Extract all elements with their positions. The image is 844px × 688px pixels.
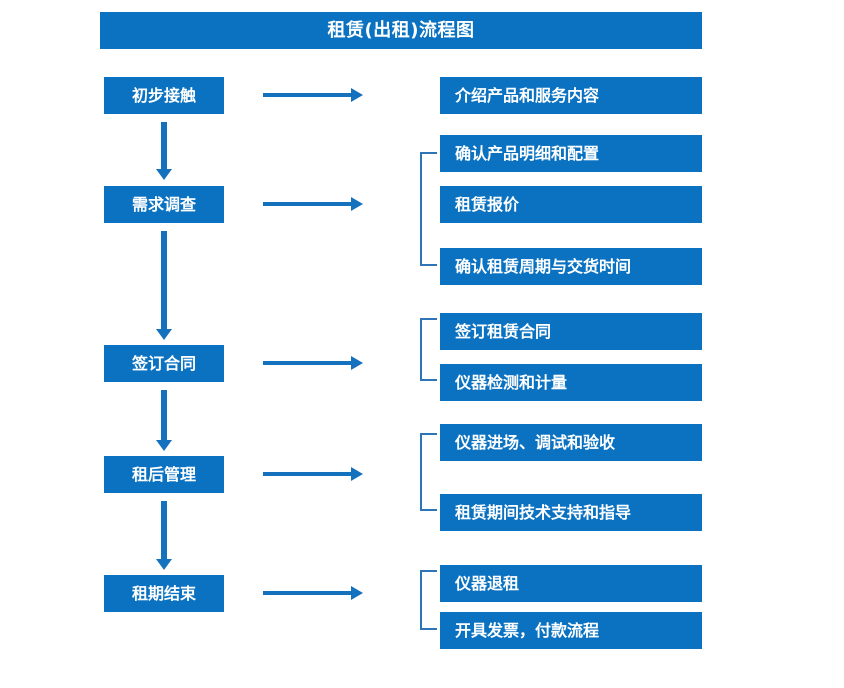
group-bracket-stage2 [420,152,437,266]
detail-label: 仪器进场、调试和验收 [455,432,616,452]
arrow-shaft [263,93,353,97]
arrow-shaft [161,122,167,169]
arrow-shaft [263,202,353,206]
stage-box-initial-contact[interactable]: 初步接触 [104,77,224,114]
group-bracket-stage3 [420,318,437,381]
down-arrow-icon-stage4-to-stage5 [156,501,172,570]
arrow-head [351,197,363,211]
arrow-head [351,586,363,600]
detail-label: 租赁期间技术支持和指导 [455,502,632,522]
detail-label: 签订租赁合同 [455,321,552,341]
arrow-shaft [263,361,353,365]
detail-box-rental-quotation[interactable]: 租赁报价 [440,186,702,223]
right-arrow-icon-stage3 [263,356,363,370]
detail-box-instrument-onsite-commissioning[interactable]: 仪器进场、调试和验收 [440,424,702,461]
detail-box-sign-rental-contract[interactable]: 签订租赁合同 [440,313,702,350]
arrow-shaft [263,591,353,595]
detail-box-instrument-return[interactable]: 仪器退租 [440,565,702,602]
detail-box-technical-support[interactable]: 租赁期间技术支持和指导 [440,494,702,531]
arrow-shaft [161,390,167,440]
detail-box-invoice-payment[interactable]: 开具发票，付款流程 [440,612,702,649]
down-arrow-icon-stage3-to-stage4 [156,390,172,451]
diagram-title-banner: 租赁(出租)流程图 [100,12,702,49]
stage-box-rental-end[interactable]: 租期结束 [104,575,224,612]
arrow-head [351,467,363,481]
group-bracket-stage4 [420,433,437,511]
arrow-head [351,88,363,102]
stage-box-sign-contract[interactable]: 签订合同 [104,345,224,382]
stage-label: 租期结束 [131,583,196,603]
right-arrow-icon-stage1 [263,88,363,102]
detail-box-confirm-rental-period[interactable]: 确认租赁周期与交货时间 [440,248,702,285]
detail-label: 介绍产品和服务内容 [455,85,600,105]
arrow-head [156,169,172,180]
arrow-shaft [263,472,353,476]
stage-label: 租后管理 [131,464,196,484]
detail-label: 仪器退租 [455,573,520,593]
arrow-shaft [161,501,167,559]
detail-label: 确认租赁周期与交货时间 [455,256,632,276]
detail-box-instrument-inspection[interactable]: 仪器检测和计量 [440,364,702,401]
detail-box-introduce-products[interactable]: 介绍产品和服务内容 [440,77,702,114]
arrow-shaft [161,231,167,329]
diagram-title-text: 租赁(出租)流程图 [327,19,475,41]
right-arrow-icon-stage5 [263,586,363,600]
detail-label: 仪器检测和计量 [455,372,568,392]
arrow-head [156,329,172,340]
stage-label: 签订合同 [131,353,196,373]
stage-box-post-rental-management[interactable]: 租后管理 [104,456,224,493]
detail-label: 确认产品明细和配置 [455,143,600,163]
detail-box-confirm-product-spec[interactable]: 确认产品明细和配置 [440,135,702,172]
arrow-head [351,356,363,370]
right-arrow-icon-stage2 [263,197,363,211]
stage-label: 初步接触 [131,85,196,105]
stage-label: 需求调查 [131,194,196,214]
arrow-head [156,440,172,451]
arrow-head [156,559,172,570]
detail-label: 租赁报价 [455,194,520,214]
down-arrow-icon-stage1-to-stage2 [156,122,172,180]
right-arrow-icon-stage4 [263,467,363,481]
down-arrow-icon-stage2-to-stage3 [156,231,172,340]
detail-label: 开具发票，付款流程 [455,620,600,640]
stage-box-needs-survey[interactable]: 需求调查 [104,186,224,223]
group-bracket-stage5 [420,570,437,630]
